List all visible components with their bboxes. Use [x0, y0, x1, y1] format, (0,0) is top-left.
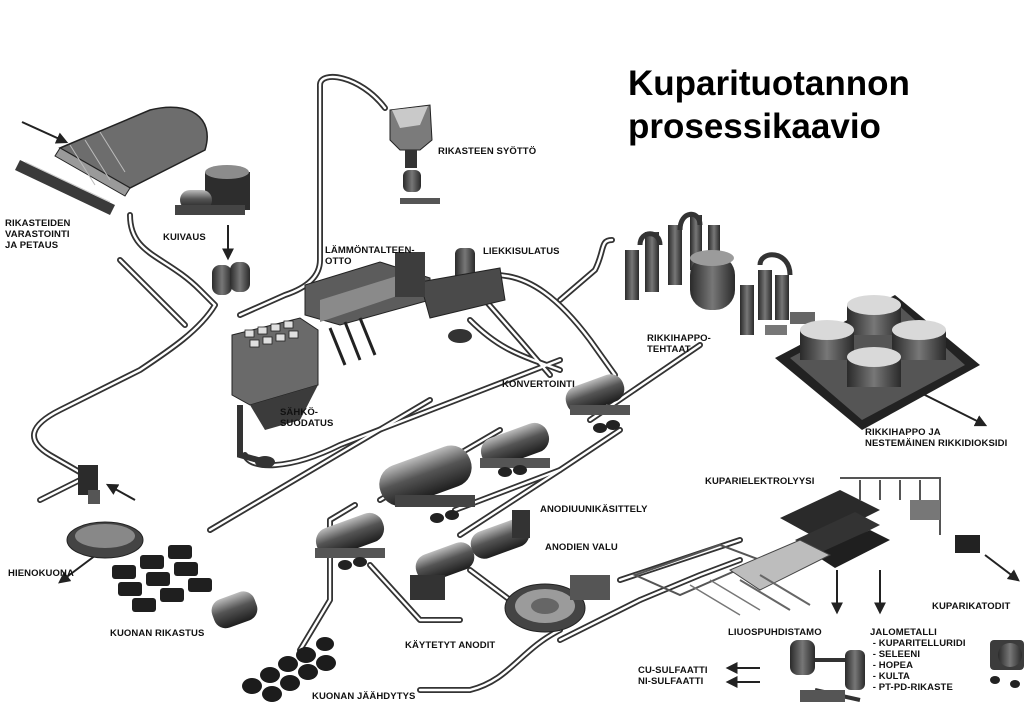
slag-concentration: [66, 465, 258, 629]
copper-cathode-truck: [990, 640, 1024, 688]
label-spent-anodes: KÄYTETYT ANODIT: [405, 640, 496, 651]
concentrate-storage-hall: [15, 106, 208, 215]
anode-furnace: [410, 510, 530, 600]
label-anode-furnace-treatment: ANODIUUNIKÄSITTELY: [540, 504, 648, 515]
label-slag-concentration: KUONAN RIKASTUS: [110, 628, 205, 639]
anode-casting-wheel: [504, 575, 610, 633]
diagram-title: Kuparituotannon prosessikaavio: [628, 64, 910, 146]
converter-1: [565, 374, 630, 415]
flash-smelting-furnace: [304, 252, 506, 366]
label-copper-electrolysis: KUPARIELEKTROLYYSI: [705, 476, 815, 487]
label-anode-casting: ANODIEN VALU: [545, 542, 618, 553]
label-precious-metals: JALOMETALLI - KUPARITELLURIDI - SELEENI …: [870, 627, 966, 693]
acid-storage-tanks: [775, 295, 980, 430]
label-solution-purification: LIUOSPUHDISTAMO: [728, 627, 822, 638]
label-cu-ni-sulfate: CU-SULFAATTI NI-SULFAATTI: [638, 665, 708, 687]
label-electrostatic-precipitation: SÄHKÖ- SUODATUS: [280, 407, 334, 429]
label-heat-recovery: LÄMMÖNTALTEEN- OTTO: [325, 245, 415, 267]
label-fine-slag: HIENOKUONA: [8, 568, 74, 579]
slag-cooling-pots: [242, 637, 336, 702]
label-converting: KONVERTOINTI: [502, 379, 575, 390]
label-concentrate-feed: RIKASTEEN SYÖTTÖ: [438, 146, 537, 157]
solution-purification-plant: [790, 640, 865, 702]
label-sulfuric-acid-products: RIKKIHAPPO JA NESTEMÄINEN RIKKIDIOKSIDI: [865, 427, 1008, 449]
label-flash-smelting: LIEKKISULATUS: [483, 246, 560, 257]
dryer-equipment: [175, 165, 250, 295]
label-sulfuric-acid-plants: RIKKIHAPPO- TEHTAAT: [647, 333, 711, 355]
label-copper-cathodes: KUPARIKATODIT: [932, 601, 1011, 612]
label-drying: KUIVAUS: [163, 232, 206, 243]
converter-3-large: [379, 445, 475, 507]
label-slag-cooling: KUONAN JÄÄHDYTYS: [312, 691, 416, 702]
converter-4: [315, 512, 385, 558]
concentrate-feed-silo: [389, 104, 475, 284]
copper-electrolysis-plant: [632, 477, 980, 616]
converter-2: [480, 422, 550, 468]
converters: [315, 374, 630, 600]
sulfuric-acid-plant: [625, 211, 815, 335]
electrostatic-precipitator: [231, 317, 319, 468]
label-concentrate-storage: RIKASTEIDEN VARASTOINTI JA PETAUS: [5, 218, 71, 251]
